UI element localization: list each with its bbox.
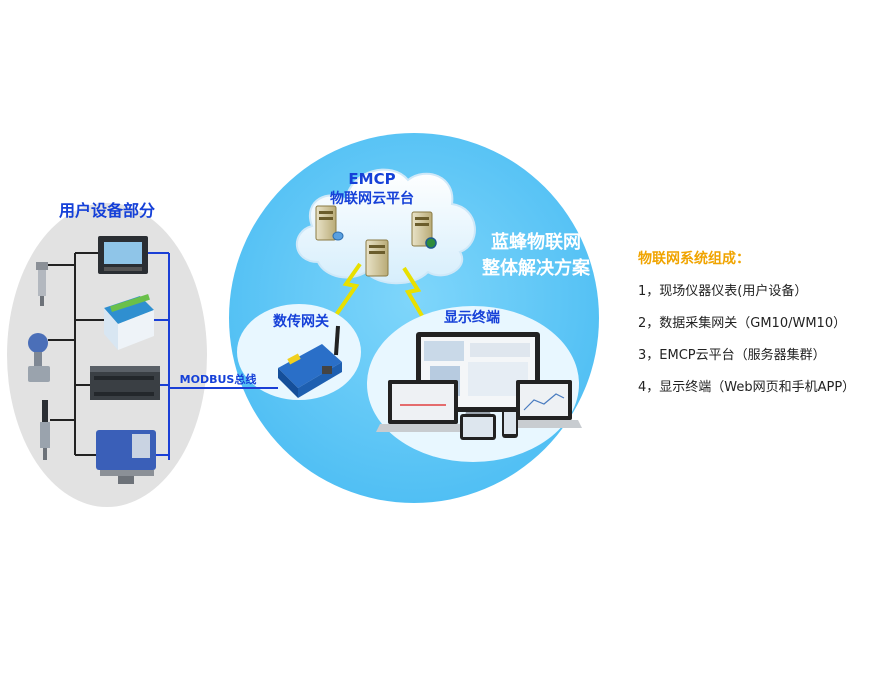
list-item: 3，EMCP云平台（服务器集群） <box>638 346 855 378</box>
phone-icon <box>502 408 518 438</box>
user-section-title: 用户设备部分 <box>59 201 155 220</box>
panel-meter-icon <box>98 236 148 274</box>
cloud-title-line1: EMCP <box>348 170 395 188</box>
tablet-icon <box>460 414 496 440</box>
gateway-title: 数传网关 <box>273 313 329 330</box>
globe-icon <box>426 238 436 248</box>
terminal-title: 显示终端 <box>444 309 500 326</box>
laptop-icon <box>376 380 470 432</box>
list-item: 2，数据采集网关（GM10/WM10） <box>638 314 855 346</box>
headline-line2: 整体解决方案 <box>481 257 591 279</box>
plc-icon <box>90 366 160 400</box>
composition-title: 物联网系统组成： <box>638 248 855 268</box>
cloud-title-line2: 物联网云平台 <box>330 190 414 207</box>
composition-list: 物联网系统组成： 1，现场仪器仪表(用户设备） 2，数据采集网关（GM10/WM… <box>638 248 855 410</box>
headline-line1: 蓝蜂物联网 <box>491 231 581 253</box>
flow-meter-icon <box>96 430 156 484</box>
server-icon <box>366 240 388 276</box>
bus-label: MODBUS总线 <box>180 372 257 386</box>
list-item: 4，显示终端（Web网页和手机APP） <box>638 378 855 410</box>
antenna-icon <box>336 326 338 355</box>
list-item: 1，现场仪器仪表(用户设备） <box>638 282 855 314</box>
